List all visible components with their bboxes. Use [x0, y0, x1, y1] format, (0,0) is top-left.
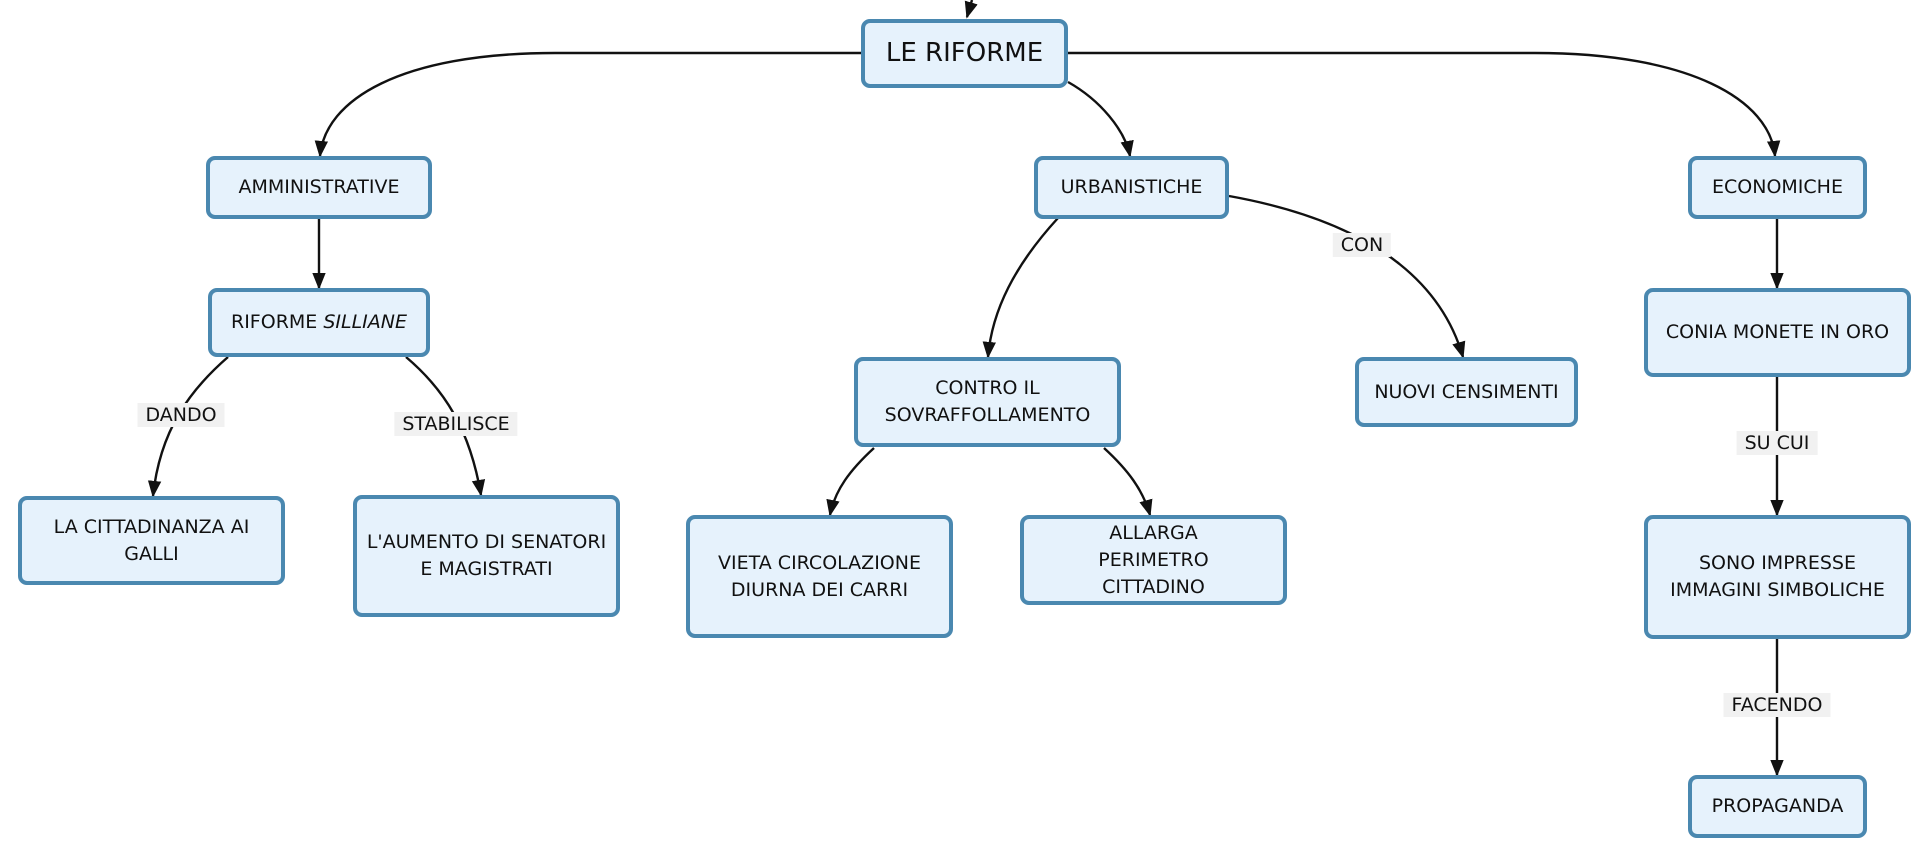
edge-sovraffollamento-allarga	[1103, 447, 1153, 517]
node-le-riforme[interactable]: LE RIFORME	[861, 19, 1068, 88]
node-label: ECONOMICHE	[1712, 176, 1843, 198]
edge-urbanistiche-sovraffollamento	[982, 217, 1059, 359]
edge-root-economiche	[1068, 51, 1781, 158]
edge-urbanistiche-censimenti	[1228, 194, 1466, 359]
node-economiche[interactable]: ECONOMICHE	[1688, 156, 1867, 219]
edge-label-stabilisce: STABILISCE	[394, 412, 518, 436]
edge-label-facendo: FACENDO	[1723, 693, 1831, 717]
node-label: URBANISTICHE	[1060, 176, 1203, 198]
node-label: RIFORME SILLIANE	[231, 309, 407, 336]
node-label: PROPAGANDA	[1711, 795, 1844, 817]
node-label: LE RIFORME	[885, 38, 1044, 68]
node-label: CONIA MONETE IN ORO	[1665, 321, 1890, 343]
node-label: NUOVI CENSIMENTI	[1374, 380, 1559, 403]
node-label: LA CITTADINANZA AI GALLI	[53, 515, 250, 565]
edge-label-su-cui: SU CUI	[1736, 431, 1818, 455]
node-label: SONO IMPRESSE IMMAGINI SIMBOLICHE	[1670, 552, 1885, 601]
node-propaganda[interactable]: PROPAGANDA	[1688, 775, 1867, 838]
node-conia-monete[interactable]: CONIA MONETE IN ORO	[1644, 288, 1911, 377]
node-label: ALLARGA PERIMETRO CITTADINO	[1098, 521, 1209, 598]
node-label: VIETA CIRCOLAZIONE DIURNA DEI CARRI	[718, 551, 921, 601]
node-allarga-perimetro[interactable]: ALLARGA PERIMETRO CITTADINO	[1020, 515, 1287, 605]
node-contro-sovraffollamento[interactable]: CONTRO IL SOVRAFFOLLAMENTO	[854, 357, 1121, 447]
node-label-prefix: RIFORME	[231, 311, 324, 333]
edge-root-urbanistiche	[1067, 80, 1134, 158]
node-urbanistiche[interactable]: URBANISTICHE	[1034, 156, 1229, 219]
node-immagini-simboliche[interactable]: SONO IMPRESSE IMMAGINI SIMBOLICHE	[1644, 515, 1911, 639]
node-cittadinanza-ai-galli[interactable]: LA CITTADINANZA AI GALLI	[18, 496, 285, 585]
node-riforme-silliane[interactable]: RIFORME SILLIANE	[208, 288, 430, 357]
node-nuovi-censimenti[interactable]: NUOVI CENSIMENTI	[1355, 357, 1578, 427]
node-label: L'AUMENTO DI SENATORI E MAGISTRATI	[366, 531, 607, 580]
edge-sovraffollamento-vieta	[826, 447, 875, 517]
node-label: AMMINISTRATIVE	[238, 176, 400, 198]
edge-incoming	[964, 0, 978, 19]
node-label: CONTRO IL SOVRAFFOLLAMENTO	[884, 377, 1091, 426]
node-aumento-senatori[interactable]: L'AUMENTO DI SENATORI E MAGISTRATI	[353, 495, 620, 617]
edge-root-amministrative	[314, 51, 861, 158]
edge-label-dando: DANDO	[137, 403, 225, 427]
node-label-italic: SILLIANE	[323, 311, 407, 333]
edge-label-con: CON	[1332, 233, 1392, 257]
node-amministrative[interactable]: AMMINISTRATIVE	[206, 156, 432, 219]
node-vieta-circolazione[interactable]: VIETA CIRCOLAZIONE DIURNA DEI CARRI	[686, 515, 953, 638]
